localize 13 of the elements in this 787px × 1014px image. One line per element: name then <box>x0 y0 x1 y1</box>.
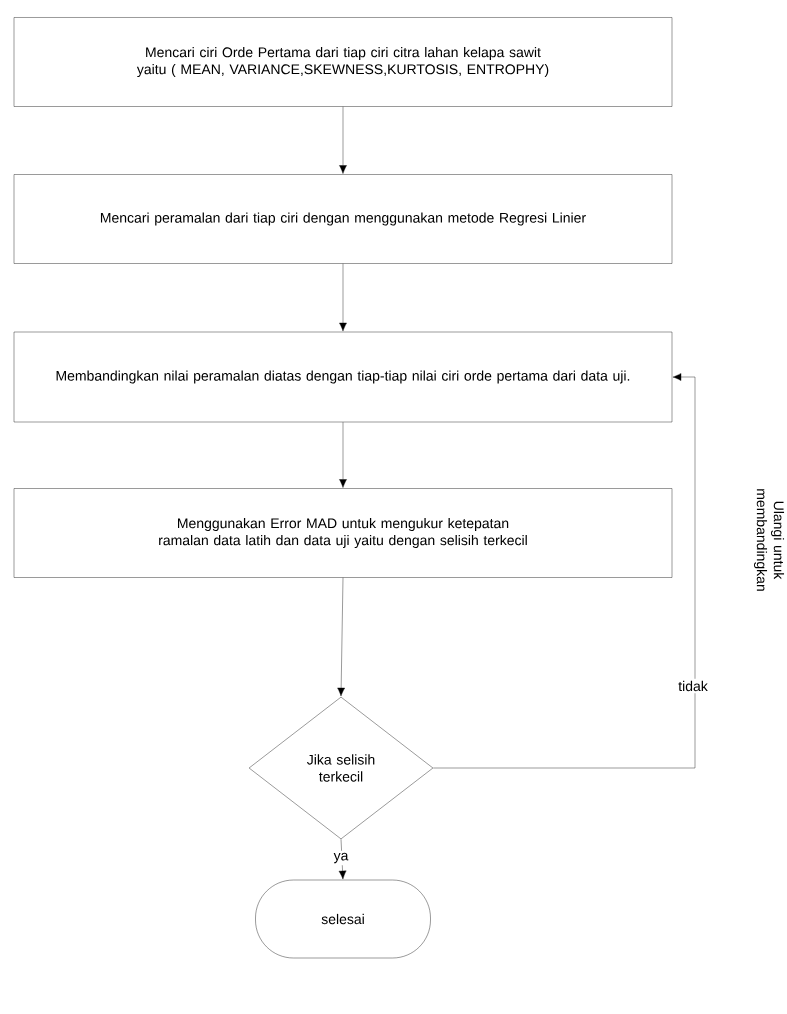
process-box: Mencari ciri Orde Pertama dari tiap ciri citra lahan kelapa sawit yaitu ( MEAN, VARIANCE,SKEWNESS,KURTOSIS, ENTROPHY) <box>13 17 673 107</box>
edge-label: ya <box>331 850 351 866</box>
process-box: Membandingkan nilai peramalan diatas dengan tiap-tiap nilai ciri orde pertama dari data uji. <box>13 331 673 423</box>
arrow <box>339 106 347 174</box>
arrow <box>433 373 696 769</box>
process-box: Menggunakan Error MAD untuk mengukur ketepatan ramalan data latih dan data uji yaitu dengan selisih terkecil <box>13 488 673 578</box>
process-box: Mencari peramalan dari tiap ciri dengan menggunakan metode Regresi Linier <box>13 174 673 264</box>
arrow <box>339 422 347 488</box>
arrow <box>339 263 347 332</box>
arrow <box>337 577 345 697</box>
edge-label: tidak <box>676 678 710 694</box>
arrow <box>338 839 347 880</box>
loop-note: Ulangi untuk membandingkan <box>754 489 785 591</box>
